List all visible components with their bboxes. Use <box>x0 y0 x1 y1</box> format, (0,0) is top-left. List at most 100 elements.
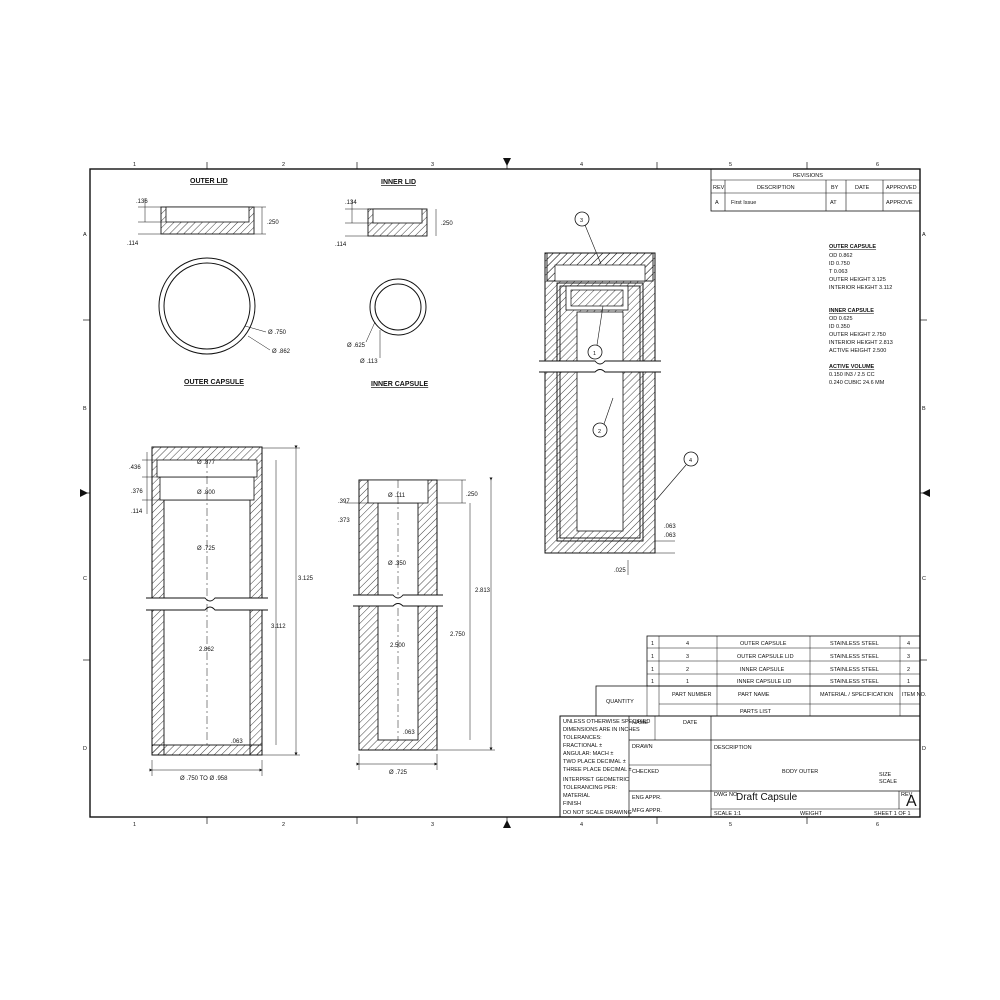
revision-block: REVISIONS REV DESCRIPTION BY DATE APPROV… <box>710 168 921 212</box>
inner-lid-view: INNER LID .134 .114 .250 <box>335 179 453 248</box>
rev-col-rev: REV <box>713 185 725 191</box>
outer-section-wall: .063 <box>231 739 243 745</box>
spec-inner-line-4: INTERIOR HEIGHT 2.813 <box>829 340 893 346</box>
zone-left-a: A <box>83 232 87 238</box>
zone-top-1: 1 <box>133 162 136 168</box>
zone-left-c: C <box>83 576 87 582</box>
tb-note2-2: TOLERANCING PER: <box>563 785 617 791</box>
spec-outer-line-4: OUTER HEIGHT 3.125 <box>829 277 886 283</box>
parts-row2-mat: STAINLESS STEEL <box>830 654 879 660</box>
tb-mfg-appr: MFG APPR. <box>632 808 662 814</box>
inner-capsule-section: .397 .373 Ø .111 Ø .350 2.500 .063 .250 … <box>338 477 495 776</box>
tb-scale: SCALE 1:1 <box>714 811 741 817</box>
parts-row3-pn: 2 <box>686 667 689 673</box>
inner-section-lid-height: .250 <box>466 492 478 498</box>
parts-row2-name: OUTER CAPSULE LID <box>737 654 794 660</box>
parts-row2-qty: 1 <box>651 654 654 660</box>
parts-row4-pn: 1 <box>686 679 689 685</box>
parts-row1-item: 4 <box>907 641 910 647</box>
parts-header-pn: PART NUMBER <box>672 692 711 698</box>
outer-section-dim-1: .436 <box>129 465 141 471</box>
title-block: UNLESS OTHERWISE SPECIFIED DIMENSIONS AR… <box>559 715 921 818</box>
tb-size-label: SIZE <box>879 772 892 778</box>
parts-row2-pn: 3 <box>686 654 689 660</box>
assembly-dim-1: .063 <box>664 524 676 530</box>
rev-col-date: DATE <box>855 185 870 191</box>
tb-note-6: TWO PLACE DECIMAL ± <box>563 759 626 765</box>
assembly-dim-2: .063 <box>664 533 676 539</box>
tb-checked: CHECKED <box>632 769 659 775</box>
inner-section-height-active: 2.500 <box>390 643 406 649</box>
spec-inner-line-3: OUTER HEIGHT 2.750 <box>829 332 886 338</box>
outer-lid-title: OUTER LID <box>190 178 228 185</box>
outer-section-height-inner: 2.862 <box>199 647 215 653</box>
zone-top-4: 4 <box>580 162 583 168</box>
tb-description-label: DESCRIPTION <box>714 745 752 751</box>
zone-bottom-1: 1 <box>133 822 136 828</box>
tb-note-3: TOLERANCES: <box>563 735 602 741</box>
tb-rev-value: A <box>906 793 917 810</box>
parts-row1-name: OUTER CAPSULE <box>740 641 787 647</box>
spec-inner-line-1: OD 0.625 <box>829 316 853 322</box>
zone-right-a: A <box>922 232 926 238</box>
spec-active-line-2: 0.240 CUBIC 24.6 MM <box>829 380 885 386</box>
rev-col-desc: DESCRIPTION <box>757 185 795 191</box>
inner-section-wall: .063 <box>403 730 415 736</box>
inner-section-height-interior: 2.750 <box>450 632 466 638</box>
tb-dwg-title: Draft Capsule <box>736 792 798 803</box>
center-mark-right <box>922 489 930 497</box>
revisions-title: REVISIONS <box>793 173 823 179</box>
zone-right-c: C <box>922 576 926 582</box>
zone-bottom-4: 4 <box>580 822 583 828</box>
inner-capsule-dim-2: Ø .113 <box>360 359 378 365</box>
inner-section-bottom-dim: Ø .725 <box>389 770 408 776</box>
balloon-4: 4 <box>689 458 692 464</box>
spec-notes: OUTER CAPSULE OD 0.862 ID 0.750 T 0.063 … <box>829 244 893 386</box>
inner-capsule-top-view: Ø .625 Ø .113 INNER CAPSULE <box>347 278 429 388</box>
rev-col-by: BY <box>831 185 839 191</box>
outer-capsule-top-view: Ø .750 Ø .862 OUTER CAPSULE <box>158 257 291 386</box>
tb-note2-3: MATERIAL <box>563 793 590 799</box>
spec-outer-title: OUTER CAPSULE <box>829 244 876 250</box>
outer-capsule-section: .436 .376 .114 Ø .877 Ø .800 Ø .725 2.86… <box>129 445 314 782</box>
parts-header-mat: MATERIAL / SPECIFICATION <box>820 692 893 698</box>
inner-capsule-dim-1: Ø .625 <box>347 343 366 349</box>
zone-top-6: 6 <box>876 162 879 168</box>
outer-lid-dim-3: .250 <box>267 220 279 226</box>
center-mark-left <box>80 489 88 497</box>
rev-row-approved: APPROVE <box>886 200 913 206</box>
outer-section-dia-1: Ø .877 <box>197 460 216 466</box>
outer-section-bottom-dim: Ø .750 TO Ø .958 <box>180 776 228 782</box>
parts-row4-qty: 1 <box>651 679 654 685</box>
zone-bottom-5: 5 <box>729 822 732 828</box>
inner-section-dim-2: .373 <box>338 518 350 524</box>
outer-section-height-interior: 3.112 <box>271 624 286 630</box>
parts-row4-name: INNER CAPSULE LID <box>737 679 791 685</box>
spec-outer-line-3: T 0.063 <box>829 269 848 275</box>
tb-description: BODY OUTER <box>782 769 818 775</box>
tb-note-4: FRACTIONAL ± <box>563 743 602 749</box>
outer-section-dim-2: .376 <box>131 489 143 495</box>
zone-top-5: 5 <box>729 162 732 168</box>
rev-row-by: AT <box>830 200 837 206</box>
center-mark-bottom <box>503 820 511 828</box>
parts-row3-qty: 1 <box>651 667 654 673</box>
parts-list: 1 4 OUTER CAPSULE STAINLESS STEEL 4 1 3 … <box>595 635 927 717</box>
parts-row1-qty: 1 <box>651 641 654 647</box>
parts-header-name: PART NAME <box>738 692 770 698</box>
spec-inner-title: INNER CAPSULE <box>829 308 874 314</box>
outer-section-dim-3: .114 <box>131 509 143 515</box>
zone-bottom-6: 6 <box>876 822 879 828</box>
tb-note-1: UNLESS OTHERWISE SPECIFIED <box>563 719 650 725</box>
parts-list-title: PARTS LIST <box>740 709 772 715</box>
inner-section-dia-1: Ø .111 <box>388 493 406 499</box>
outer-section-height-overall: 3.125 <box>298 576 314 582</box>
zone-top-3: 3 <box>431 162 434 168</box>
parts-row3-mat: STAINLESS STEEL <box>830 667 879 673</box>
tb-eng-appr: ENG APPR. <box>632 795 662 801</box>
tb-drawn: DRAWN <box>632 744 653 750</box>
rev-row-rev: A <box>715 200 719 206</box>
balloon-1: 1 <box>593 351 596 357</box>
inner-lid-title: INNER LID <box>381 179 416 186</box>
